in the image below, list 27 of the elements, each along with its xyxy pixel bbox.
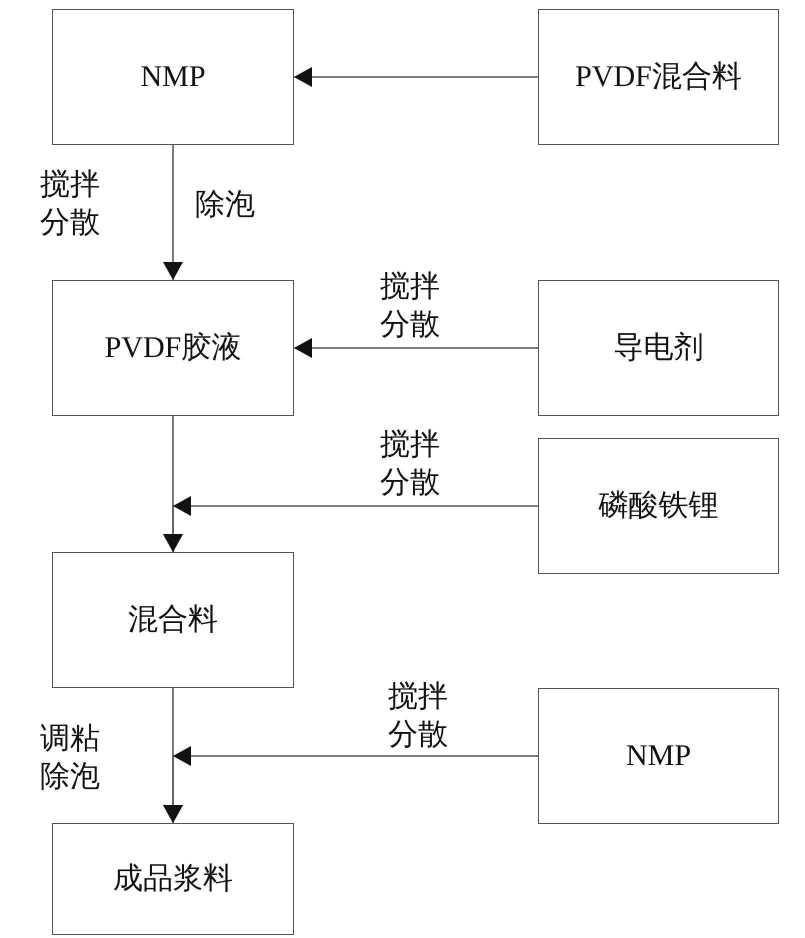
arrow: [163, 746, 538, 823]
process-box: [538, 688, 779, 824]
edge-label: 调粘除泡: [40, 721, 101, 795]
arrow: [294, 338, 538, 358]
edge-label: 搅拌分散: [388, 679, 449, 753]
node-label: PVDF混合料: [575, 59, 742, 95]
arrow: [163, 145, 183, 280]
process-box: [538, 9, 779, 145]
arrow: [163, 496, 538, 552]
node-label: 导电剂: [614, 330, 704, 366]
edge-label: 搅拌分散: [380, 427, 441, 501]
process-box: [52, 552, 294, 688]
process-box: [538, 280, 779, 416]
process-box: [52, 823, 294, 935]
node-label: 磷酸铁锂: [598, 488, 718, 524]
node-label: NMP: [626, 738, 692, 774]
process-box: [52, 9, 294, 145]
process-box: [538, 438, 779, 574]
node-label: NMP: [140, 59, 206, 95]
arrow: [294, 67, 538, 87]
node-label: 混合料: [128, 602, 218, 638]
node-label: 成品浆料: [113, 861, 233, 897]
node-label: PVDF胶液: [104, 330, 242, 366]
process-box: [52, 280, 294, 416]
step-label: 除泡: [195, 187, 255, 223]
edge-label: 搅拌分散: [40, 167, 101, 241]
edge-label: 搅拌分散: [380, 269, 441, 343]
